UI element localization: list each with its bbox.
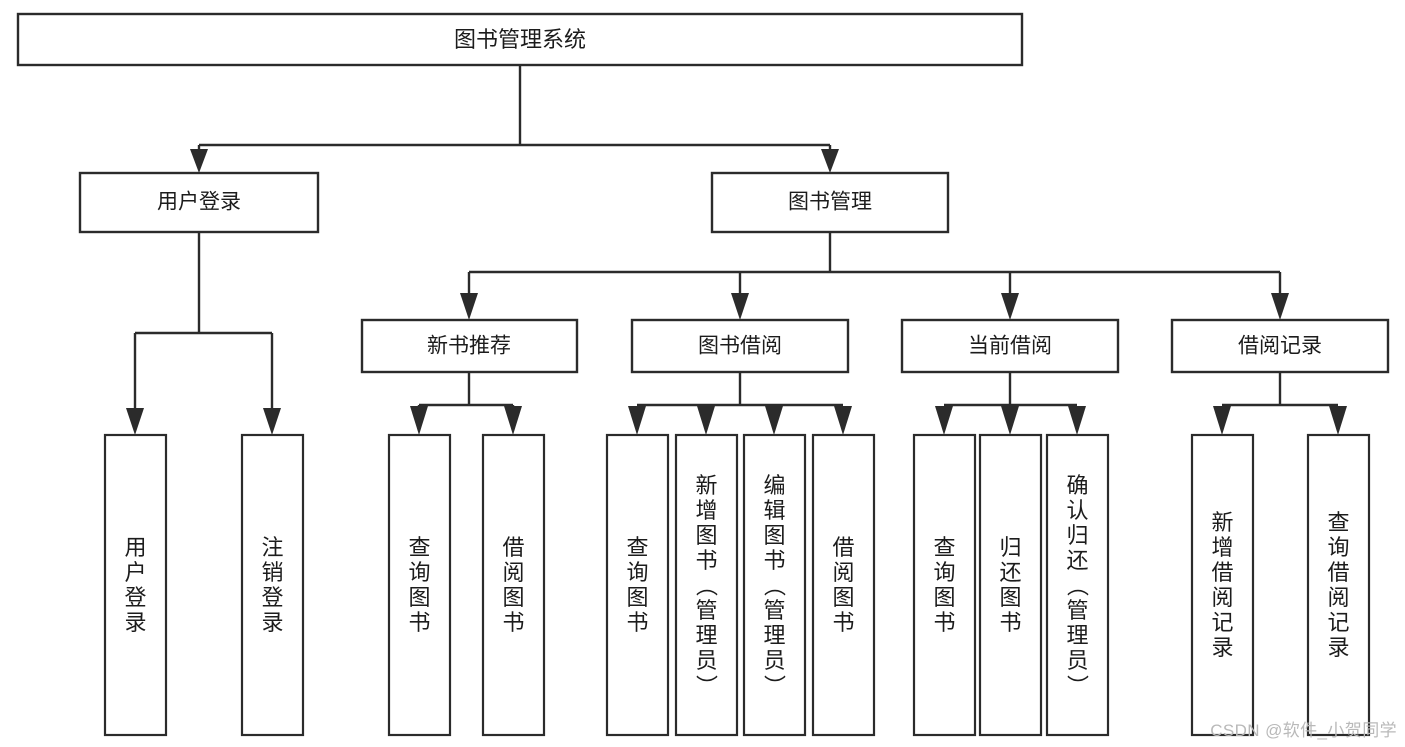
arrow-bb-leaf-4 xyxy=(834,406,852,435)
new-book-box[interactable] xyxy=(360,318,579,374)
watermark-text: CSDN @软件_小贺同学 xyxy=(1210,721,1397,740)
current-borrow-box[interactable] xyxy=(900,318,1120,374)
arrow-user-login-leaf-1 xyxy=(126,408,144,435)
leaf-box-cb-query-book[interactable] xyxy=(912,433,977,737)
node-borrow-record[interactable]: 借阅记录 xyxy=(1170,318,1390,374)
new-book-label: 新书推荐 xyxy=(427,335,511,358)
connector-group-book-manage xyxy=(460,232,1289,320)
leaf-box-bb-add-book[interactable] xyxy=(674,433,739,737)
user-login-label: 用户登录 xyxy=(157,191,241,214)
connector-group-current-borrow xyxy=(935,372,1086,435)
title-label: 图书管理系统 xyxy=(454,27,586,52)
arrow-nb-leaf-2 xyxy=(504,406,522,435)
leaf-box-br-add-record[interactable] xyxy=(1190,433,1255,737)
node-current-borrow[interactable]: 当前借阅 xyxy=(900,318,1120,374)
arrow-to-book-borrow xyxy=(731,293,749,320)
arrow-cb-leaf-2 xyxy=(1001,406,1019,435)
arrow-to-current-borrow xyxy=(1001,293,1019,320)
arrow-cb-leaf-3 xyxy=(1068,406,1086,435)
node-title[interactable]: 图书管理系统 xyxy=(16,12,1024,67)
leaf-box-user-login[interactable] xyxy=(103,433,168,737)
book-manage-box[interactable] xyxy=(710,171,950,234)
connector-group-root xyxy=(190,65,839,173)
arrow-to-new-book xyxy=(460,293,478,320)
arrow-to-user-login xyxy=(190,149,208,173)
connector-group-user-login xyxy=(126,232,281,435)
leaf-box-bb-edit-book[interactable] xyxy=(742,433,807,737)
book-manage-label: 图书管理 xyxy=(788,191,872,214)
arrow-nb-leaf-1 xyxy=(410,406,428,435)
node-book-manage[interactable]: 图书管理 xyxy=(710,171,950,234)
arrow-bb-leaf-3 xyxy=(765,406,783,435)
connector-group-book-borrow xyxy=(628,372,852,435)
book-borrow-box[interactable] xyxy=(630,318,850,374)
borrow-record-label: 借阅记录 xyxy=(1238,335,1322,358)
leaf-box-nb-query-book[interactable] xyxy=(387,433,452,737)
arrow-to-book-manage xyxy=(821,149,839,173)
title-box[interactable] xyxy=(16,12,1024,67)
arrow-cb-leaf-1 xyxy=(935,406,953,435)
leaf-box-bb-query-book[interactable] xyxy=(605,433,670,737)
leaf-box-bb-borrow-book[interactable] xyxy=(811,433,876,737)
book-borrow-label: 图书借阅 xyxy=(698,335,782,358)
node-new-book-recommend[interactable]: 新书推荐 xyxy=(360,318,579,374)
arrow-bb-leaf-1 xyxy=(628,406,646,435)
arrow-user-login-leaf-2 xyxy=(263,408,281,435)
arrow-br-leaf-2 xyxy=(1329,406,1347,435)
borrow-record-box[interactable] xyxy=(1170,318,1390,374)
leaf-box-cb-confirm-return[interactable] xyxy=(1045,433,1110,737)
connector-group-borrow-record xyxy=(1213,372,1347,435)
leaf-box-nb-borrow-book[interactable] xyxy=(481,433,546,737)
node-book-borrow[interactable]: 图书借阅 xyxy=(630,318,850,374)
connector-group-new-book xyxy=(410,372,522,435)
arrow-br-leaf-1 xyxy=(1213,406,1231,435)
leaf-box-logout[interactable] xyxy=(240,433,305,737)
current-borrow-label: 当前借阅 xyxy=(968,335,1052,358)
arrow-to-borrow-record xyxy=(1271,293,1289,320)
node-user-login[interactable]: 用户登录 xyxy=(78,171,320,234)
leaf-box-cb-return-book[interactable] xyxy=(978,433,1043,737)
arrow-bb-leaf-2 xyxy=(697,406,715,435)
leaf-box-br-query-record[interactable] xyxy=(1306,433,1371,737)
